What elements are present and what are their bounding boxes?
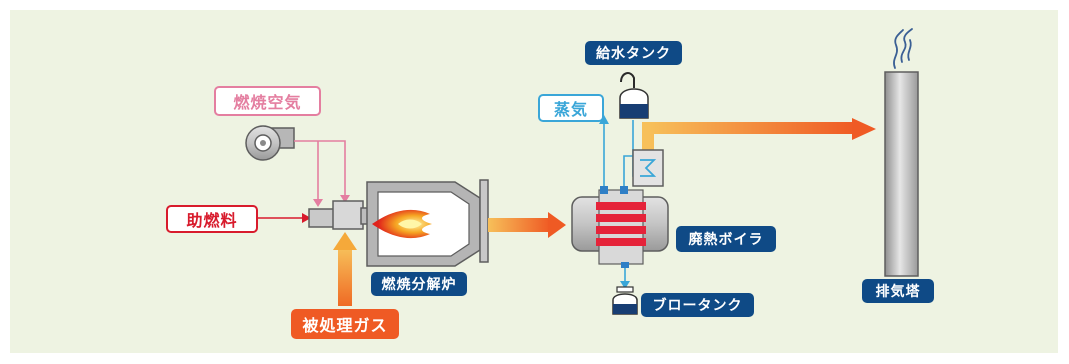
- air-arrow-head: [340, 195, 350, 203]
- exhaust-tower-label: 排気塔: [862, 279, 934, 303]
- burner-icon: [308, 200, 372, 230]
- blow-tank-label: ブロータンク: [641, 293, 754, 317]
- fuel-arrow-head: [302, 213, 311, 223]
- smoke-icon: [893, 28, 913, 69]
- auxiliary-fuel-label: 助燃料: [166, 205, 258, 233]
- heat-exchanger-icon: [632, 149, 664, 187]
- treated-gas-flow: [338, 248, 352, 306]
- blow-arrow-head: [620, 281, 630, 289]
- exhaust-gas-flow: [642, 122, 855, 160]
- tank-icon: [612, 286, 638, 315]
- steam-arrow-head: [599, 115, 609, 124]
- furnace-label: 燃焼分解炉: [371, 272, 467, 296]
- waste-heat-boiler-body: [571, 186, 669, 268]
- air-arrow-head: [313, 199, 323, 207]
- steam-label: 蒸気: [538, 94, 604, 122]
- combustion-air-line: [294, 140, 346, 200]
- treated-gas-label: 被処理ガス: [291, 309, 399, 339]
- combustion-air-label: 燃焼空気: [214, 86, 321, 116]
- flame-icon: [372, 209, 432, 239]
- waste-heat-boiler-label: 廃熱ボイラ: [676, 226, 776, 252]
- hot-gas-flow: [488, 218, 550, 232]
- exhaust-tower-body: [884, 71, 919, 277]
- treated-gas-arrow-head: [333, 232, 357, 250]
- hot-gas-arrow-head: [548, 212, 566, 238]
- blower-fan-icon: [245, 125, 295, 161]
- feedwater-tank-label: 給水タンク: [585, 41, 682, 65]
- exhaust-arrow-head: [852, 118, 876, 140]
- tank-icon: [619, 72, 649, 119]
